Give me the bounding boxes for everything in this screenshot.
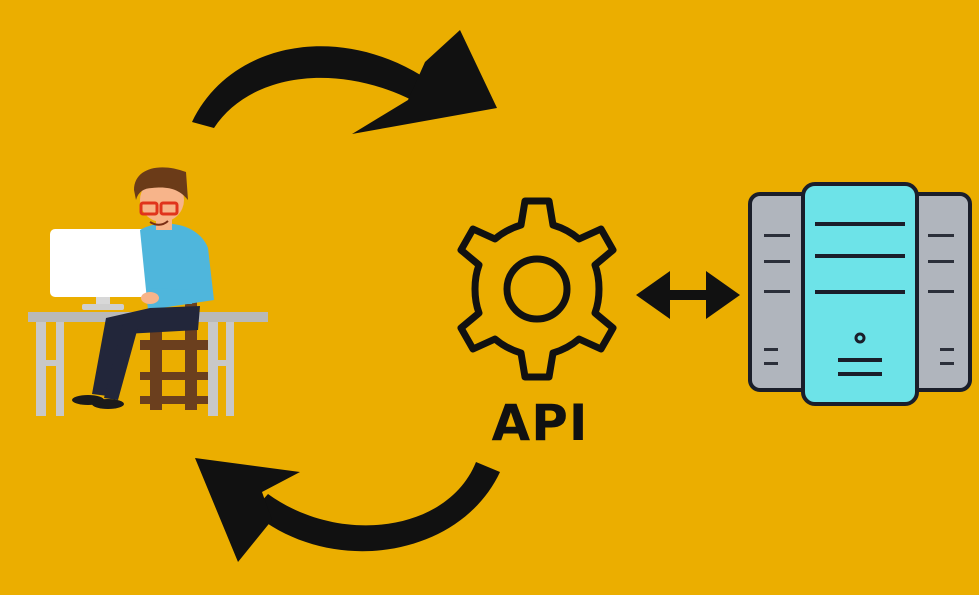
cycle-arrow-bottom-icon [195, 458, 500, 562]
cycle-arrow-top-icon [192, 30, 497, 134]
api-label: API [491, 394, 589, 452]
user-at-computer-icon [28, 167, 268, 416]
double-arrow-icon [636, 271, 740, 319]
gear-icon [457, 197, 617, 381]
server-icon [748, 182, 972, 406]
